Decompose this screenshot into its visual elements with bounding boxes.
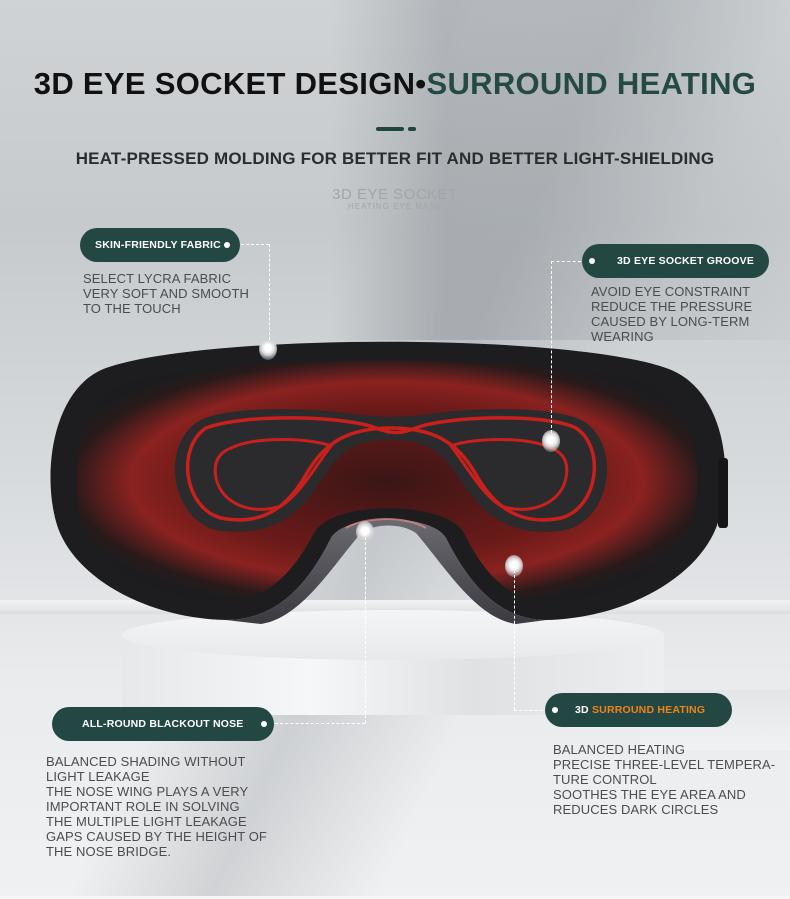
leader-line-heating-h — [514, 710, 548, 711]
feature-description-nose: BALANCED SHADING WITHOUT LIGHT LEAKAGE T… — [46, 754, 267, 859]
feature-label: 3D EYE SOCKET GROOVE — [617, 255, 755, 267]
divider-dot — [408, 127, 416, 131]
desc-line: PRECISE THREE-LEVEL TEMPERA- — [553, 757, 776, 772]
leader-line-fabric-h — [236, 244, 269, 245]
desc-line: WEARING — [591, 329, 654, 344]
watermark-line2: HEATING EYE MASK — [347, 202, 443, 211]
leader-line-nose-v — [365, 532, 366, 723]
hotspot-groove[interactable] — [542, 430, 560, 452]
desc-line: SELECT LYCRA FABRIC — [83, 271, 232, 286]
leader-line-groove-v — [551, 261, 552, 433]
bullet-dot-icon — [552, 707, 558, 713]
desc-line: BALANCED SHADING WITHOUT — [46, 754, 246, 769]
leader-line-fabric-v — [269, 244, 270, 340]
desc-line: TURE CONTROL — [553, 772, 657, 787]
desc-line: THE NOSE BRIDGE. — [46, 844, 172, 859]
feature-pill-skin-friendly-fabric: SKIN-FRIENDLY FABRIC — [80, 228, 240, 262]
feature-pill-blackout-nose: ALL-ROUND BLACKOUT NOSE — [52, 707, 274, 741]
feature-pill-eye-socket-groove: 3D EYE SOCKET GROOVE — [582, 244, 769, 278]
feature-label: SKIN-FRIENDLY FABRIC — [95, 239, 221, 251]
background-shadow — [330, 0, 790, 340]
title-accent: SURROUND HEATING — [426, 66, 757, 101]
feature-label: 3D SURROUND HEATING — [575, 704, 705, 716]
feature-description-heating: BALANCED HEATING PRECISE THREE-LEVEL TEM… — [553, 742, 775, 817]
divider-bar — [376, 127, 404, 131]
desc-line: VERY SOFT AND SMOOTH — [83, 286, 249, 301]
watermark: 3D EYE SOCKET HEATING EYE MASK — [300, 186, 490, 211]
bullet-dot-icon — [589, 258, 595, 264]
desc-line: CAUSED BY LONG-TERM — [591, 314, 750, 329]
desc-line: TO THE TOUCH — [83, 301, 181, 316]
bottom-edge — [0, 896, 790, 899]
desc-line: AVOID EYE CONSTRAINT — [591, 284, 751, 299]
feature-description-fabric: SELECT LYCRA FABRIC VERY SOFT AND SMOOTH… — [83, 271, 249, 316]
leader-line-nose-h — [275, 723, 365, 724]
feature-label: ALL-ROUND BLACKOUT NOSE — [82, 718, 244, 730]
leader-line-heating-v — [514, 565, 515, 710]
title-main: 3D EYE SOCKET DESIGN• — [33, 66, 427, 101]
desc-line: REDUCE THE PRESSURE — [591, 299, 753, 314]
leader-line-groove-h — [551, 261, 581, 262]
bullet-dot-icon — [224, 242, 230, 248]
watermark-line1: 3D EYE SOCKET — [332, 186, 458, 203]
desc-line: IMPORTANT ROLE IN SOLVING — [46, 799, 240, 814]
desc-line: BALANCED HEATING — [553, 742, 686, 757]
desc-line: SOOTHES THE EYE AREA AND — [553, 787, 746, 802]
feature-label-prefix: 3D — [575, 704, 592, 716]
desc-line: THE NOSE WING PLAYS A VERY — [46, 784, 249, 799]
desc-line: LIGHT LEAKAGE — [46, 769, 150, 784]
feature-label-accent: SURROUND HEATING — [591, 704, 706, 716]
page-subtitle: HEAT-PRESSED MOLDING FOR BETTER FIT AND … — [75, 149, 715, 168]
feature-description-groove: AVOID EYE CONSTRAINT REDUCE THE PRESSURE… — [591, 284, 752, 344]
desc-line: THE MULTIPLE LIGHT LEAKAGE — [46, 814, 247, 829]
eye-mask-image — [46, 328, 728, 624]
desc-line: REDUCES DARK CIRCLES — [553, 802, 719, 817]
bullet-dot-icon — [261, 721, 267, 727]
page-title: 3D EYE SOCKET DESIGN•SURROUND HEATING — [0, 66, 790, 102]
feature-pill-surround-heating: 3D SURROUND HEATING — [545, 693, 732, 727]
desc-line: GAPS CAUSED BY THE HEIGHT OF — [46, 829, 267, 844]
hotspot-fabric[interactable] — [259, 338, 277, 360]
